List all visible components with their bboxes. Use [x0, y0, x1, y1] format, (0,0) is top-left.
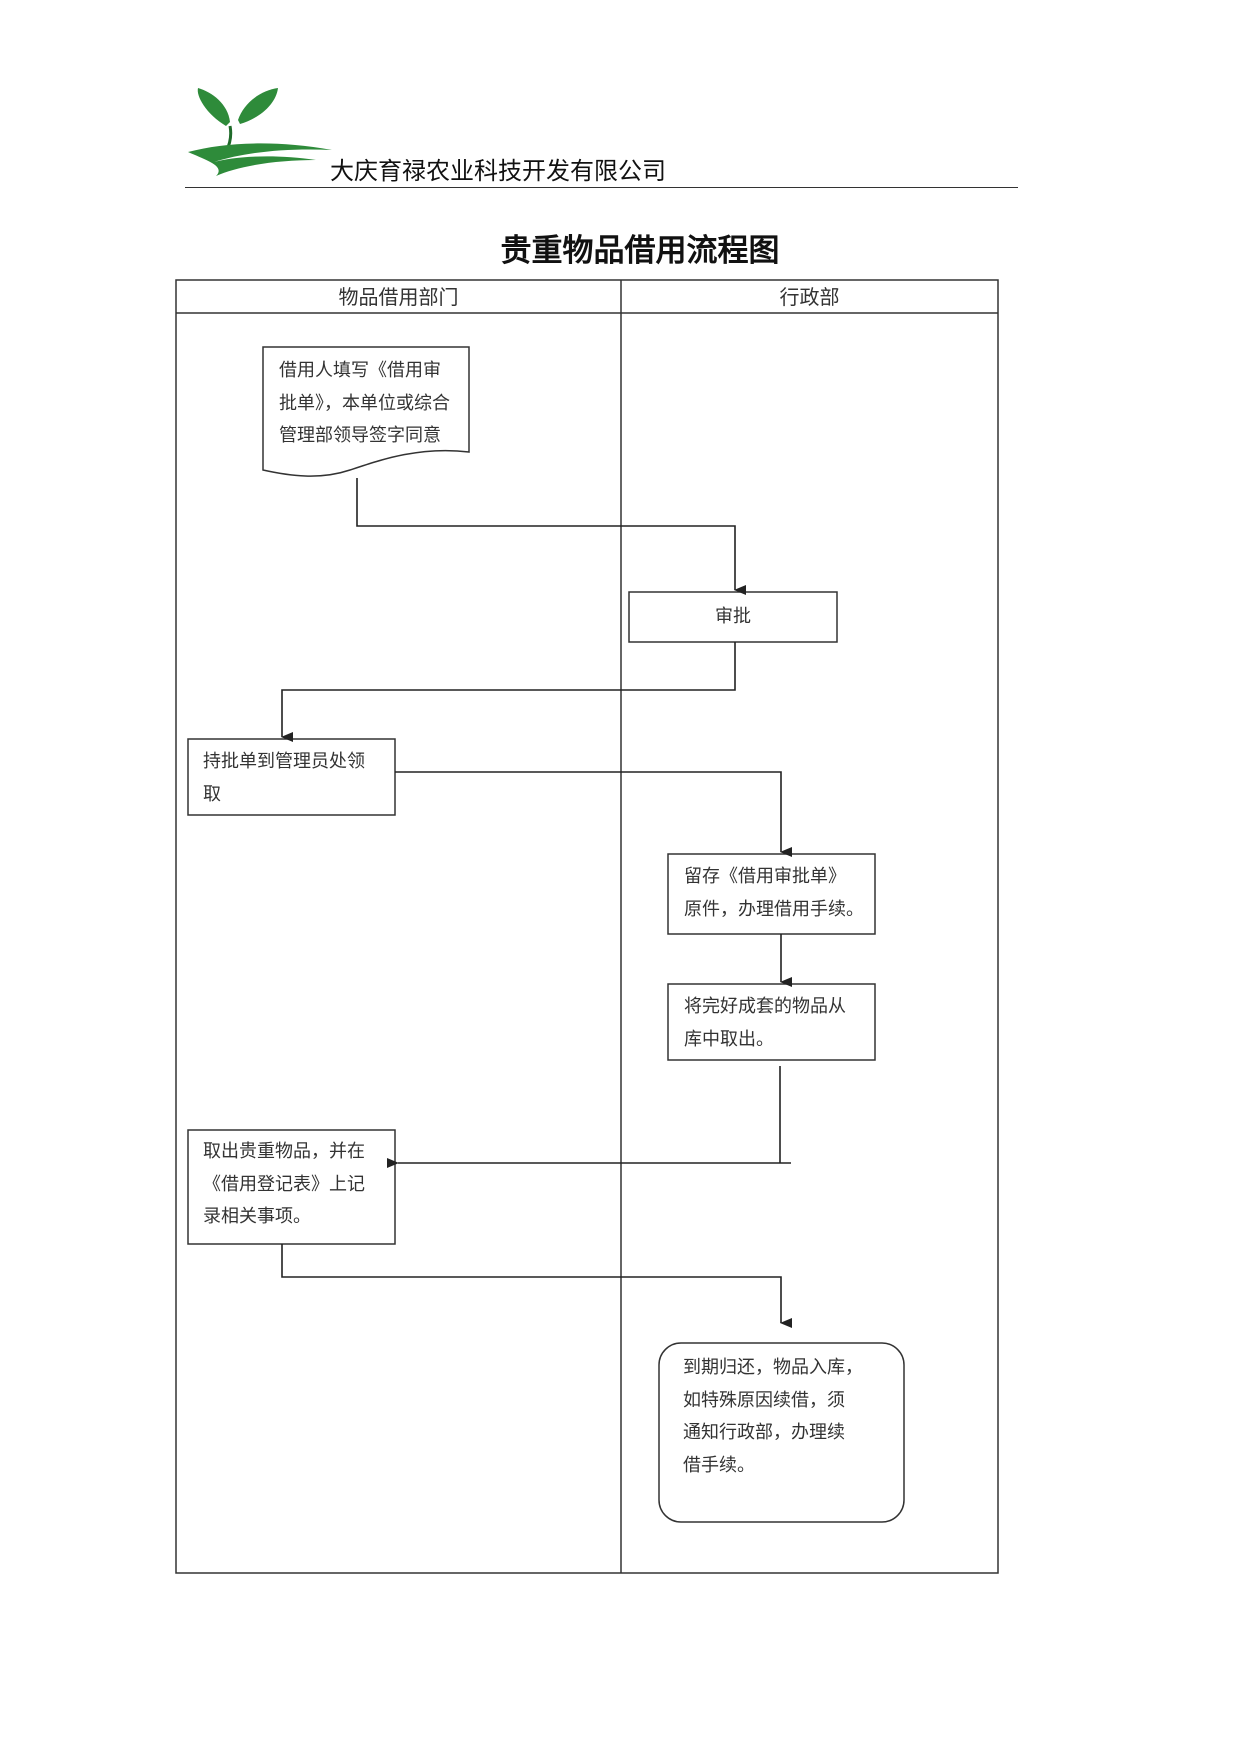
connector-collect-to-retain [395, 771, 792, 857]
node-approve: 审批 [629, 601, 837, 634]
page-title: 贵重物品借用流程图 [500, 233, 780, 269]
node-line: 审批 [715, 606, 751, 627]
node-register: 取出贵重物品，并在 《借用登记表》上记 录相关事项。 [203, 1136, 365, 1234]
node-take-out: 将完好成套的物品从 库中取出。 [684, 991, 846, 1056]
node-collect: 持批单到管理员处领 取 [203, 746, 365, 811]
approve-box [628, 591, 838, 643]
node-line: 取 [203, 783, 221, 805]
logo-leaf-right-icon [238, 88, 278, 124]
connector-approve-to-collect [281, 642, 736, 742]
lane-title-admin-dept: 行政部 [779, 285, 840, 309]
logo-leaf-left-icon [197, 88, 230, 126]
node-retain: 留存《借用审批单》 原件，办理借用手续。 [684, 861, 864, 926]
connectors [281, 478, 792, 1328]
node-line: 将完好成套的物品从 [684, 996, 846, 1017]
node-line: 原件，办理借用手续。 [684, 898, 864, 920]
fill-form-document-shape [262, 346, 470, 477]
node-line: 通知行政部，办理续 [683, 1422, 845, 1443]
node-line: 《借用登记表》上记 [203, 1173, 365, 1195]
node-fill-form: 借用人填写《借用审 批单》，本单位或综合 管理部领导签字同意 [279, 355, 450, 453]
lane-title-borrowing-dept: 物品借用部门 [338, 285, 459, 309]
connector-takeout-to-register [387, 1066, 791, 1168]
connector-form-to-approve [356, 478, 746, 595]
company-logo [188, 88, 332, 176]
node-line: 持批单到管理员处领 [203, 751, 365, 772]
take-out-box [667, 983, 876, 1061]
connector-register-to-return [281, 1244, 792, 1328]
company-name: 大庆育禄农业科技开发有限公司 [330, 157, 666, 185]
return-rounded-box [658, 1342, 905, 1523]
node-line: 到期归还，物品入库， [683, 1357, 863, 1378]
header-divider [185, 187, 1018, 188]
node-line: 借用人填写《借用审 [279, 360, 441, 381]
register-box [187, 1129, 396, 1245]
logo-ground-icon [188, 143, 332, 176]
node-line: 录相关事项。 [203, 1206, 311, 1227]
node-line: 取出贵重物品，并在 [203, 1141, 365, 1162]
node-line: 管理部领导签字同意 [279, 425, 441, 446]
node-line: 如特殊原因续借，须 [683, 1389, 845, 1411]
retain-box [667, 853, 876, 935]
node-return: 到期归还，物品入库， 如特殊原因续借，须 通知行政部，办理续 借手续。 [683, 1352, 863, 1482]
swimlane-frame [175, 279, 999, 1574]
node-line: 留存《借用审批单》 [684, 866, 846, 887]
node-line: 借手续。 [683, 1454, 755, 1476]
node-line: 库中取出。 [684, 1028, 774, 1050]
node-line: 批单》，本单位或综合 [279, 392, 450, 414]
